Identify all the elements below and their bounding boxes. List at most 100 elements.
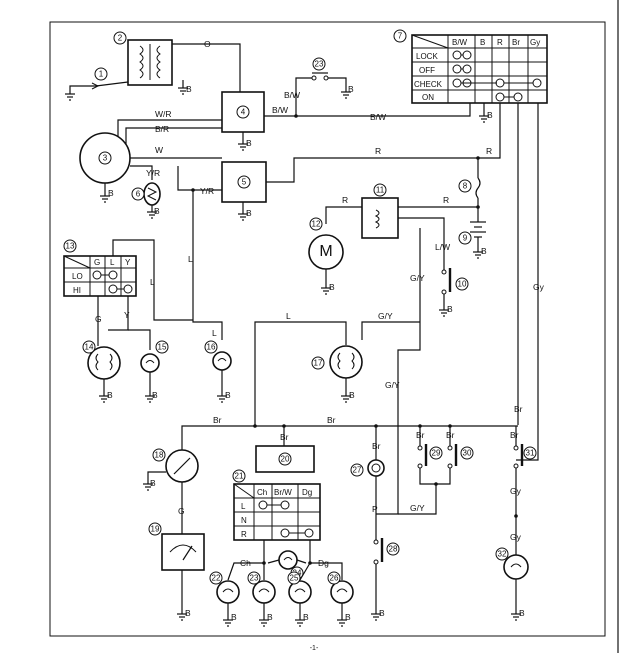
svg-text:9: 9 [463, 234, 468, 243]
callout: 12 [309, 217, 323, 231]
ground-label: B [225, 390, 231, 400]
ground-label: B [379, 608, 385, 618]
wire-label: W [155, 145, 163, 155]
svg-text:18: 18 [155, 451, 164, 460]
svg-text:23: 23 [250, 574, 259, 583]
svg-text:6: 6 [136, 190, 141, 199]
ground-label: B [107, 390, 113, 400]
callout: 23 [247, 571, 261, 585]
wire-label: Y/R [200, 186, 214, 196]
wire-label: G [178, 506, 185, 516]
ground-label: B [329, 282, 335, 292]
wire-label: Ch [240, 558, 251, 568]
ground-symbol [473, 251, 483, 259]
svg-text:26: 26 [330, 574, 339, 583]
callout: 10 [455, 277, 469, 291]
turn-column: Ch [257, 488, 267, 497]
turn-column: Br/W [274, 488, 292, 497]
ground-symbol [178, 87, 188, 95]
page-footer: -1- [310, 645, 319, 652]
wire-label: B/R [155, 124, 169, 134]
callout: 20 [278, 452, 292, 466]
wire-label: B/W [284, 90, 300, 100]
turn-signal-switch: Ch Br/W Dg L N R [233, 483, 321, 541]
callout: 16 [204, 340, 218, 354]
svg-text:19: 19 [151, 525, 160, 534]
wire-label: L/W [435, 242, 450, 252]
wire-label: Y/R [146, 168, 160, 178]
wire-label: Br [510, 430, 519, 440]
svg-text:14: 14 [85, 343, 94, 352]
ground-symbol [238, 213, 248, 221]
wire-label: Br [213, 415, 222, 425]
svg-text:25: 25 [290, 574, 299, 583]
wire-label: L [212, 328, 217, 338]
svg-text:2: 2 [118, 34, 123, 43]
wire-label: L [286, 311, 291, 321]
ground-symbol [341, 395, 351, 403]
wire-label: Br [514, 404, 523, 414]
ground-symbol [341, 91, 351, 99]
callout: 19 [148, 522, 162, 536]
callout: 1 [94, 67, 108, 81]
wire-label: Gy [510, 486, 522, 496]
callout: 3 [98, 151, 112, 165]
ground-symbol [143, 483, 153, 491]
svg-text:3: 3 [103, 154, 108, 163]
ground-symbol [99, 395, 109, 403]
ground-label: B [231, 612, 237, 622]
ground-label: B [108, 188, 114, 198]
wire-label: G [95, 314, 102, 324]
main-switch: B/W B R Br Gy LOCK OFF CHECK ON [411, 34, 548, 104]
wire-label: L [188, 254, 193, 264]
callout: 26 [327, 571, 341, 585]
ground-label: B [519, 608, 525, 618]
ground-label: B [185, 608, 191, 618]
callout: 18 [152, 448, 166, 462]
ground-symbol [100, 195, 110, 203]
ground-label: B [186, 84, 192, 94]
turn-indicator [278, 550, 298, 570]
dimmer-column: Y [125, 258, 131, 267]
motor-label: M [319, 243, 332, 260]
switch-column: B [480, 38, 485, 47]
wire-label: R [342, 195, 348, 205]
svg-text:7: 7 [398, 32, 403, 41]
svg-text:23: 23 [315, 60, 324, 69]
tail-light [212, 351, 232, 371]
callout: 6 [131, 187, 145, 201]
callout: 29 [429, 446, 443, 460]
switch-column: B/W [452, 38, 468, 47]
starter-relay [361, 197, 399, 239]
ground-label: B [481, 246, 487, 256]
svg-text:17: 17 [314, 359, 323, 368]
rear-left-turn-light: B [252, 580, 276, 627]
front-right-turn-light: B [288, 580, 312, 627]
wire-label: W/R [155, 109, 172, 119]
wire-label: Dg [318, 558, 329, 568]
svg-text:20: 20 [281, 455, 290, 464]
wire-label: Gy [533, 282, 545, 292]
dimmer-column: L [110, 258, 115, 267]
wire-label: P [372, 504, 378, 514]
wire-label: Br [446, 430, 455, 440]
ground-label: B [246, 208, 252, 218]
ground-symbol [371, 613, 381, 621]
callout: 5 [237, 175, 251, 189]
wire-label: Br [327, 415, 336, 425]
callout: 21 [232, 469, 246, 483]
wire-label: Br [416, 430, 425, 440]
ground-symbol [145, 395, 155, 403]
switch-row: OFF [419, 66, 435, 75]
svg-text:30: 30 [463, 449, 472, 458]
callout: 32 [495, 547, 509, 561]
ground-symbol [147, 211, 157, 219]
brake-tail-light [329, 345, 363, 379]
callout: 14 [82, 340, 96, 354]
callout: 2 [113, 31, 127, 45]
wire-label: B/W [272, 105, 288, 115]
svg-text:29: 29 [432, 449, 441, 458]
ground-symbol [238, 143, 248, 151]
callout: 17 [311, 356, 325, 370]
horn [503, 554, 529, 580]
